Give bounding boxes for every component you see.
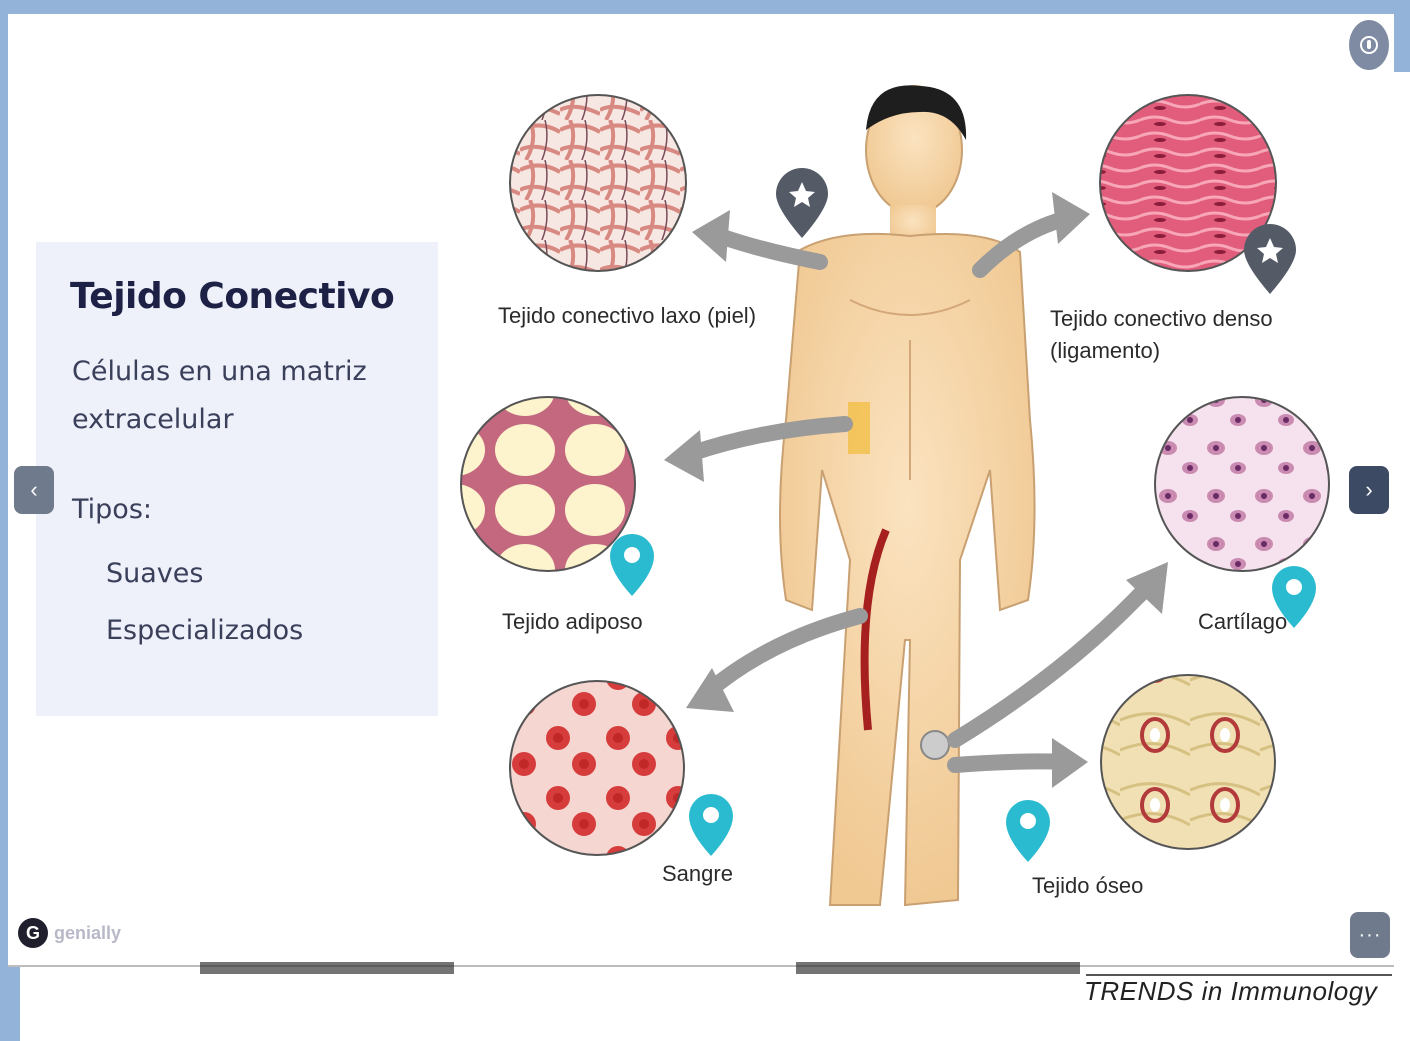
star-pin-icon[interactable] (776, 168, 828, 238)
tissue-laxo-circle (510, 95, 686, 271)
tissue-oseo-circle (1101, 675, 1275, 849)
info-title: Tejido Conectivo (70, 276, 394, 317)
label-oseo: Tejido óseo (1032, 873, 1143, 898)
info-card: Tejido Conectivo Células en una matriz e… (36, 242, 438, 716)
label-laxo: Tejido conectivo laxo (piel) (498, 303, 756, 328)
touch-interaction-icon[interactable] (1349, 20, 1389, 70)
tissue-adiposo-circle (461, 397, 635, 571)
label-adiposo: Tejido adiposo (502, 609, 643, 634)
underlying-text-fragment (200, 962, 454, 974)
genially-brand-text: genially (54, 923, 121, 944)
previous-slide-button[interactable]: ‹ (14, 466, 54, 514)
chevron-left-icon: ‹ (30, 477, 37, 503)
location-pin-icon[interactable] (1006, 800, 1050, 862)
label-sangre: Sangre (662, 861, 733, 886)
star-pin-icon[interactable] (1244, 224, 1296, 294)
label-denso-line1: Tejido conectivo denso (1050, 306, 1273, 331)
location-pin-icon[interactable] (689, 794, 733, 856)
next-slide-button[interactable]: › (1349, 466, 1389, 514)
type-item-suaves: Suaves (106, 558, 203, 589)
tissue-sangre-circle (510, 681, 684, 855)
more-options-button[interactable]: ··· (1350, 912, 1390, 958)
genially-logo[interactable]: G genially (18, 918, 121, 948)
tissue-cartilago-circle (1155, 397, 1329, 571)
genially-logo-icon: G (18, 918, 48, 948)
info-subtitle: Células en una matriz extracelular (72, 348, 392, 444)
chevron-right-icon: › (1365, 477, 1372, 503)
label-cartilago: Cartílago (1198, 609, 1287, 634)
label-denso-line2: (ligamento) (1050, 338, 1160, 363)
ellipsis-icon: ··· (1359, 924, 1382, 947)
underlying-text-fragment (796, 962, 1080, 974)
info-types-label: Tipos: (72, 494, 152, 525)
type-item-especializados: Especializados (106, 615, 303, 646)
location-pin-icon[interactable] (610, 534, 654, 596)
image-credit: TRENDS in Immunology (1084, 976, 1377, 1007)
